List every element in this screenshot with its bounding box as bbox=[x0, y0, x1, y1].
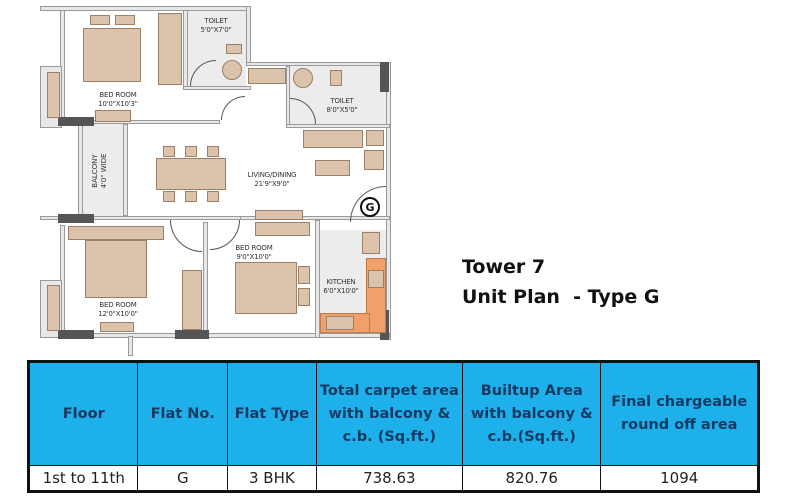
cell-floor: 1st to 11th bbox=[27, 465, 139, 492]
chair bbox=[185, 191, 197, 202]
wall-kitchen-left bbox=[315, 220, 320, 338]
pillow bbox=[298, 288, 310, 306]
room-label-bedroom-3: BED ROOM 12'0"X10'0" bbox=[98, 301, 138, 318]
column bbox=[58, 117, 94, 126]
pillow bbox=[90, 15, 110, 25]
door-swing bbox=[221, 96, 245, 120]
column bbox=[58, 214, 94, 223]
bed bbox=[83, 28, 141, 82]
side-table bbox=[366, 130, 384, 146]
table-header-row: Floor Flat No. Flat Type Total carpet ar… bbox=[27, 361, 759, 466]
column-header-floor: Floor bbox=[27, 361, 139, 466]
column bbox=[380, 62, 389, 92]
wall-toilet1-bottom bbox=[183, 86, 251, 90]
dining-table bbox=[156, 158, 226, 190]
hob bbox=[368, 270, 384, 288]
coffee-table bbox=[315, 160, 350, 176]
dresser bbox=[95, 110, 131, 122]
sink bbox=[326, 316, 354, 330]
bed bbox=[235, 262, 297, 314]
cell-chargeable-area: 1094 bbox=[600, 465, 759, 492]
chair bbox=[207, 146, 219, 157]
room-label-living-dining: LIVING/DINING 21'9"X9'0" bbox=[247, 171, 297, 188]
room-label-toilet-1: TOILET 5'0"X7'0" bbox=[200, 17, 232, 34]
cell-flat-type: 3 BHK bbox=[227, 465, 317, 492]
column-header-chargeable-area: Final chargeable round off area bbox=[600, 361, 759, 466]
wall-right bbox=[386, 62, 391, 340]
side-cabinet bbox=[47, 285, 60, 331]
dresser bbox=[100, 322, 134, 332]
door-swing bbox=[170, 220, 202, 252]
side-cabinet bbox=[47, 72, 60, 118]
balcony-floor bbox=[83, 124, 123, 216]
room-label-toilet-2: TOILET 8'0"X5'0" bbox=[326, 97, 358, 114]
wall-bottom bbox=[60, 333, 390, 338]
desk bbox=[255, 222, 310, 236]
pillow bbox=[115, 15, 135, 25]
wardrobe bbox=[182, 270, 202, 330]
washbasin bbox=[293, 68, 313, 88]
chair bbox=[163, 146, 175, 157]
floor-plan: BED ROOM 10'0"X10'3" TOILET 5'0"X7'0" TO… bbox=[0, 0, 420, 360]
wc bbox=[330, 70, 342, 86]
chair bbox=[207, 191, 219, 202]
column-header-builtup-area: Builtup Area with balcony & c.b.(Sq.ft.) bbox=[462, 361, 602, 466]
column-header-flat-type: Flat Type bbox=[227, 361, 317, 466]
tv-unit bbox=[255, 210, 303, 220]
wall-toilet2-bottom bbox=[286, 124, 390, 128]
chair bbox=[185, 146, 197, 157]
wall-balcony-inner bbox=[123, 124, 128, 216]
sofa bbox=[303, 130, 363, 148]
room-label-bedroom-1: BED ROOM 10'0"X10'3" bbox=[98, 91, 138, 108]
unit-type-marker: G bbox=[360, 197, 380, 217]
headboard bbox=[68, 226, 164, 240]
room-label-bedroom-2: BED ROOM 9'0"X10'0" bbox=[235, 244, 273, 261]
wall-stub-bottom bbox=[128, 336, 133, 356]
wardrobe bbox=[158, 13, 182, 85]
unit-spec-table: Floor Flat No. Flat Type Total carpet ar… bbox=[27, 360, 760, 493]
chair bbox=[163, 191, 175, 202]
wall-bedroom2-top bbox=[240, 216, 390, 220]
unit-plan-title: Unit Plan - Type G bbox=[462, 286, 660, 308]
wc bbox=[226, 44, 242, 54]
counter bbox=[248, 68, 286, 84]
room-label-kitchen: KITCHEN 6'0"X10'0" bbox=[323, 278, 359, 295]
tower-title: Tower 7 bbox=[462, 256, 546, 278]
wall-top-right bbox=[246, 6, 251, 66]
cell-builtup-area: 820.76 bbox=[462, 465, 602, 492]
column bbox=[58, 330, 94, 339]
cell-carpet-area: 738.63 bbox=[315, 465, 464, 492]
washbasin bbox=[222, 60, 242, 80]
table-row: 1st to 11th G 3 BHK 738.63 820.76 1094 bbox=[27, 465, 759, 492]
column bbox=[175, 330, 209, 339]
column-header-carpet-area: Total carpet area with balcony & c.b. (S… bbox=[315, 361, 464, 466]
cell-flat-no: G bbox=[137, 465, 229, 492]
bed bbox=[85, 240, 147, 298]
room-label-balcony: BALCONY 4'0" WIDE bbox=[91, 153, 108, 189]
pillow bbox=[298, 266, 310, 284]
fridge bbox=[362, 232, 380, 254]
column-header-flat-no: Flat No. bbox=[137, 361, 229, 466]
plan-title: Tower 7 Unit Plan - Type G bbox=[462, 252, 659, 312]
armchair bbox=[364, 150, 384, 170]
wall-bedroom-divider bbox=[203, 222, 208, 338]
